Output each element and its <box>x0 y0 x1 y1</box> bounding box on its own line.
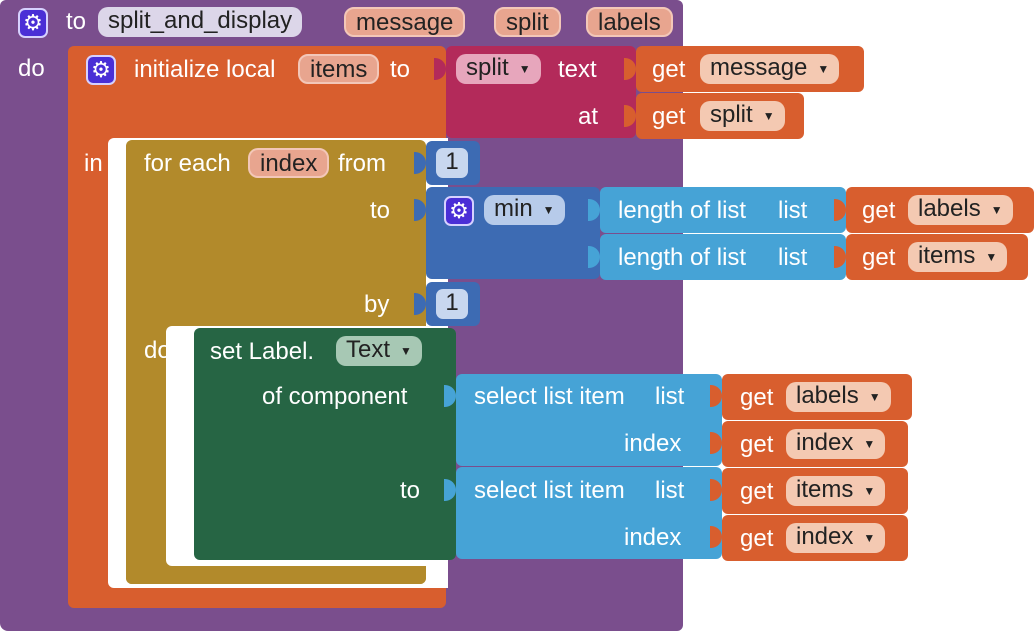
get-items-dropdown-2[interactable]: items▼ <box>786 476 886 506</box>
min-gear-icon[interactable]: ⚙ <box>444 196 474 226</box>
by-number-field[interactable]: 1 <box>436 289 468 319</box>
connector-notch <box>710 479 722 501</box>
get-labels-dropdown[interactable]: labels▼ <box>908 195 1013 225</box>
get-label: get <box>740 384 774 411</box>
connector-notch <box>588 246 600 268</box>
length-of-list-label: length of list <box>618 244 747 271</box>
by-label: by <box>364 291 390 318</box>
connector-notch <box>834 199 846 221</box>
select-list-label: list <box>655 383 685 410</box>
local-var-items[interactable]: items <box>298 54 380 84</box>
property-dropdown[interactable]: Text▼ <box>336 336 422 366</box>
local-to-label: to <box>390 56 411 83</box>
mutator-gear-icon[interactable]: ⚙ <box>86 55 116 85</box>
connector-notch <box>414 199 426 221</box>
select-list-item-block-2[interactable] <box>456 467 722 559</box>
connector-notch <box>444 385 456 407</box>
select-list-label: list <box>655 477 685 504</box>
get-labels-dropdown-2[interactable]: labels▼ <box>786 382 891 412</box>
loop-to-label: to <box>370 197 391 224</box>
list-label: list <box>778 244 808 271</box>
connector-notch <box>710 526 722 548</box>
get-message-dropdown[interactable]: message▼ <box>700 54 840 84</box>
get-index-dropdown-2[interactable]: index▼ <box>786 523 886 553</box>
get-label: get <box>862 197 896 224</box>
list-label: list <box>778 197 808 224</box>
connector-notch <box>624 58 636 80</box>
connector-notch <box>710 432 722 454</box>
select-list-item-block-1[interactable] <box>456 374 722 466</box>
connector-notch <box>414 293 426 315</box>
split-dropdown[interactable]: split▼ <box>456 54 541 84</box>
connector-notch <box>710 385 722 407</box>
param-message[interactable]: message <box>344 7 466 37</box>
get-label: get <box>740 478 774 505</box>
to-keyword: to <box>66 8 87 35</box>
connector-notch <box>414 152 426 174</box>
select-list-item-label: select list item <box>474 477 625 504</box>
procedure-name-field[interactable]: split_and_display <box>98 7 303 37</box>
do-label: do <box>18 55 45 82</box>
loop-var-index[interactable]: index <box>248 148 330 178</box>
get-label: get <box>652 56 686 83</box>
in-label: in <box>84 150 103 177</box>
for-each-bottom-bar <box>126 566 426 584</box>
select-list-item-label: select list item <box>474 383 625 410</box>
connector-notch <box>444 479 456 501</box>
get-items-dropdown[interactable]: items▼ <box>908 242 1008 272</box>
gear-icon[interactable]: ⚙ <box>18 8 48 38</box>
at-label: at <box>578 103 599 130</box>
param-labels[interactable]: labels <box>586 7 673 37</box>
procedure-bottom-bar <box>12 610 683 631</box>
connector-notch <box>434 58 446 80</box>
param-split[interactable]: split <box>494 7 561 37</box>
initialize-local-label: initialize local <box>134 56 276 83</box>
from-number-field[interactable]: 1 <box>436 148 468 178</box>
min-dropdown[interactable]: min▼ <box>484 195 565 225</box>
get-label: get <box>740 431 774 458</box>
get-split-dropdown[interactable]: split▼ <box>700 101 785 131</box>
get-label: get <box>740 525 774 552</box>
length-of-list-block-2[interactable] <box>600 234 846 280</box>
text-label: text <box>558 56 597 83</box>
select-index-label: index <box>624 524 682 551</box>
setter-to-label: to <box>400 477 421 504</box>
connector-notch <box>834 246 846 268</box>
from-label: from <box>338 150 386 177</box>
set-label-text-block[interactable] <box>194 328 456 560</box>
select-index-label: index <box>624 430 682 457</box>
get-label: get <box>652 103 686 130</box>
connector-notch <box>624 105 636 127</box>
length-of-list-block-1[interactable] <box>600 187 846 233</box>
set-label-label: set Label. <box>210 338 315 365</box>
for-each-label: for each <box>144 150 231 177</box>
connector-notch <box>588 199 600 221</box>
get-label: get <box>862 244 896 271</box>
of-component-label: of component <box>262 383 408 410</box>
get-index-dropdown-1[interactable]: index▼ <box>786 429 886 459</box>
length-of-list-label: length of list <box>618 197 747 224</box>
